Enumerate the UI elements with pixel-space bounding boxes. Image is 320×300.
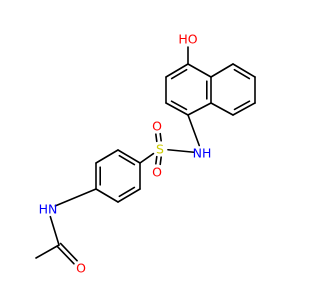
bond-n2-c9 bbox=[49, 215, 60, 246]
bond-s1-o3-b bbox=[159, 156, 162, 166]
bond-c8-c8a bbox=[210, 102, 234, 116]
bond-c7-c8 bbox=[232, 102, 256, 116]
bond-p4-p5 bbox=[95, 188, 119, 203]
bond-c3-c4 bbox=[165, 63, 189, 78]
bond-c1-c2 bbox=[165, 102, 189, 116]
atom-label-o1: HO bbox=[178, 32, 197, 47]
bond-c8a-c1 bbox=[187, 102, 212, 116]
bond-c4a-c5 bbox=[210, 63, 234, 78]
bond-p4-n2 bbox=[54, 188, 97, 207]
bond-s1-p1 bbox=[139, 152, 155, 164]
bond-c5-c6-inner bbox=[233, 68, 251, 80]
bond-p2-p3 bbox=[95, 149, 119, 164]
bond-p5-p6 bbox=[117, 188, 141, 203]
bond-n1-s1 bbox=[167, 148, 195, 154]
bond-c7-c8-inner bbox=[233, 100, 251, 111]
bond-c3-c4-inner bbox=[170, 68, 188, 80]
atom-label-o3: O bbox=[152, 165, 162, 180]
atom-label-n2: HN bbox=[39, 202, 58, 217]
bond-s1-o2-b bbox=[155, 133, 158, 143]
bond-p1-p2 bbox=[117, 149, 141, 164]
bond-c1-c2-inner bbox=[170, 100, 188, 111]
bond-s1-o2-a bbox=[159, 132, 162, 142]
atom-label-o2: O bbox=[152, 119, 162, 134]
bond-c5-c6 bbox=[232, 63, 256, 78]
atom-label-s1: S bbox=[156, 142, 164, 157]
atom-label-n1: NH bbox=[193, 146, 212, 161]
atom-label-o4: O bbox=[76, 261, 86, 276]
bond-p1-p2-inner bbox=[118, 154, 136, 166]
bond-s1-o3-a bbox=[155, 155, 158, 165]
bond-layer bbox=[35, 46, 256, 265]
bond-c9-c10 bbox=[35, 244, 60, 259]
bond-c1-n1 bbox=[187, 114, 201, 147]
bond-c4-c4a bbox=[187, 63, 212, 78]
bond-c9-o4-b bbox=[59, 242, 78, 262]
bond-c9-o4-a bbox=[56, 245, 75, 265]
bond-p5-p6-inner bbox=[118, 186, 136, 198]
